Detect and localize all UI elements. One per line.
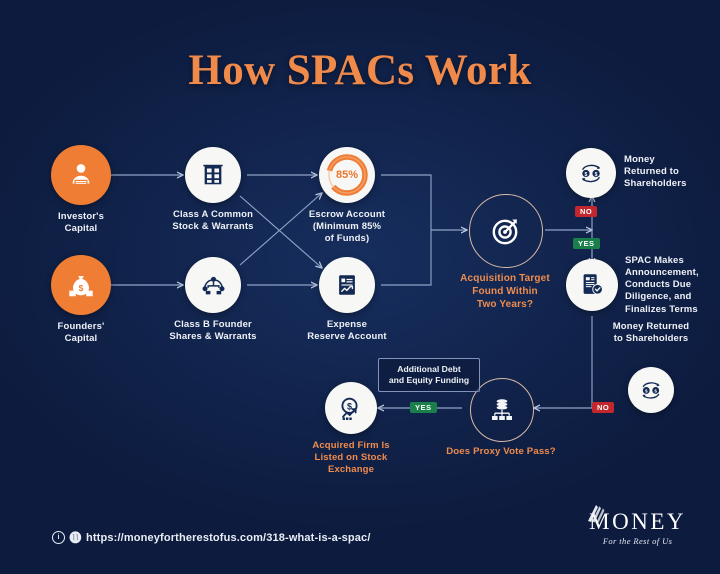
money-returned-top-label: Money Returned to Shareholders bbox=[624, 154, 687, 190]
target-icon bbox=[492, 219, 518, 245]
proxy-vote-label: Does Proxy Vote Pass? bbox=[446, 446, 556, 457]
donut-chart-icon bbox=[326, 154, 368, 196]
spac-announcement-circle bbox=[566, 259, 618, 311]
escrow-label: Escrow Account (Minimum 85% of Funds) bbox=[308, 209, 386, 245]
money-bag-icon: $ bbox=[69, 276, 93, 297]
escrow-percent-value: 85% bbox=[335, 169, 359, 181]
badge-no-proxy: NO bbox=[592, 402, 615, 413]
founders-capital-label: Founders' Capital bbox=[57, 321, 105, 345]
node-money-returned-top[interactable]: $ $ Money Returned to Shareholders bbox=[566, 148, 686, 198]
footer-url-text[interactable]: https://moneyfortherestofus.com/318-what… bbox=[86, 531, 371, 544]
money-returned-top-circle: $ $ bbox=[566, 148, 616, 198]
logo-name: MONEY bbox=[589, 509, 686, 534]
money-return-icon: $ $ bbox=[642, 382, 660, 399]
copyright-icon: i bbox=[52, 531, 65, 544]
investors-capital-label: Investor's Capital bbox=[58, 211, 104, 235]
svg-text:$: $ bbox=[654, 389, 657, 395]
logo-tagline: For the Rest of Us bbox=[602, 536, 673, 546]
document-verified-icon bbox=[583, 274, 603, 295]
acquisition-target-label: Acquisition Target Found Within Two Year… bbox=[460, 273, 550, 310]
node-proxy-vote[interactable]: Does Proxy Vote Pass? bbox=[446, 378, 556, 457]
acquired-firm-label: Acquired Firm Is Listed on Stock Exchang… bbox=[312, 440, 390, 476]
node-expense-reserve[interactable]: Expense Reserve Account bbox=[307, 257, 387, 342]
money-returned-bottom-label: Money Returned to Shareholders bbox=[612, 321, 690, 345]
acquired-firm-circle: $ bbox=[325, 382, 377, 434]
creative-commons-icon: ⓫ bbox=[69, 530, 82, 545]
class-b-circle bbox=[185, 257, 241, 313]
expense-reserve-circle bbox=[319, 257, 375, 313]
node-escrow-account[interactable]: 85% Escrow Account (Minimum 85% of Funds… bbox=[309, 147, 385, 244]
founders-capital-circle: $ bbox=[51, 255, 111, 315]
node-class-b[interactable]: Class B Founder Shares & Warrants bbox=[169, 257, 256, 342]
voting-hierarchy-icon bbox=[492, 399, 512, 420]
logo-mark-icon bbox=[588, 505, 605, 523]
escrow-circle: 85% bbox=[319, 147, 375, 203]
spac-announcement-label: SPAC Makes Announcement, Conducts Due Di… bbox=[625, 255, 699, 315]
footer-url[interactable]: i ⓫ https://moneyfortherestofus.com/318-… bbox=[52, 531, 371, 544]
node-spac-announcement[interactable]: SPAC Makes Announcement, Conducts Due Di… bbox=[566, 255, 699, 315]
svg-text:$: $ bbox=[79, 283, 84, 293]
badge-yes-top: YES bbox=[573, 238, 600, 249]
building-grid-icon bbox=[203, 164, 223, 185]
proxy-vote-circle bbox=[470, 378, 534, 442]
class-a-label: Class A Common Stock & Warrants bbox=[172, 209, 254, 233]
money-return-icon: $ $ bbox=[581, 164, 601, 183]
class-a-circle bbox=[185, 147, 241, 203]
node-investors-capital[interactable]: Investor's Capital bbox=[51, 145, 111, 234]
money-logo: MONEY For the Rest of Us bbox=[588, 505, 686, 546]
svg-text:$: $ bbox=[645, 389, 648, 395]
class-b-label: Class B Founder Shares & Warrants bbox=[169, 319, 257, 343]
svg-text:$: $ bbox=[347, 401, 352, 411]
node-class-a[interactable]: Class A Common Stock & Warrants bbox=[172, 147, 253, 232]
svg-text:$: $ bbox=[585, 172, 588, 178]
node-money-returned-bottom[interactable]: $ $ Money Returned to Shareholders bbox=[613, 321, 689, 413]
badge-yes-proxy: YES bbox=[410, 402, 437, 413]
page-title: How SPACs Work bbox=[188, 47, 532, 94]
acquisition-target-circle bbox=[469, 194, 543, 268]
investors-capital-circle bbox=[51, 145, 111, 205]
additional-funding-box: Additional Debt and Equity Funding bbox=[378, 358, 480, 393]
document-chart-icon bbox=[339, 275, 355, 295]
badge-no-top: NO bbox=[575, 206, 598, 217]
expense-reserve-label: Expense Reserve Account bbox=[307, 319, 387, 343]
svg-text:$: $ bbox=[595, 172, 598, 178]
investor-person-icon bbox=[72, 164, 90, 185]
money-returned-bottom-circle: $ $ bbox=[628, 367, 674, 413]
node-acquired-firm[interactable]: $ Acquired Firm Is Listed on Stock Excha… bbox=[312, 382, 390, 475]
node-founders-capital[interactable]: $ Founders' Capital bbox=[51, 255, 111, 344]
node-acquisition-target[interactable]: Acquisition Target Found Within Two Year… bbox=[460, 194, 550, 310]
stock-growth-icon: $ bbox=[341, 397, 358, 420]
org-network-icon bbox=[202, 276, 224, 294]
